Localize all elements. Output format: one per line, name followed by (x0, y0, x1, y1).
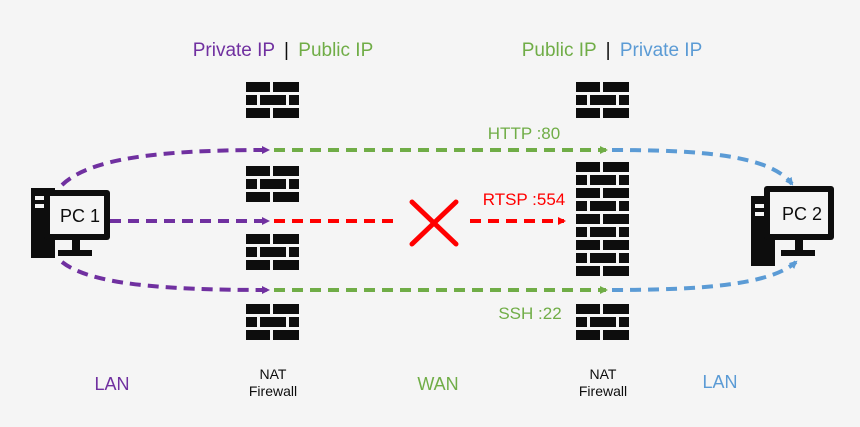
desktop-computer-icon (751, 186, 834, 266)
pc1-label: PC 1 (60, 206, 100, 226)
arrow-pc2-http (611, 148, 794, 186)
desktop-computer-icon (31, 188, 110, 258)
firewall-left-caption-line1: NAT (260, 366, 287, 382)
arrow-pc2-ssh (611, 260, 798, 292)
arrow-pc1-ssh (60, 260, 270, 294)
firewall-left (246, 82, 299, 340)
pc2-label: PC 2 (782, 204, 822, 224)
zone-lan-right: LAN (702, 372, 737, 392)
firewall-left-caption-line2: Firewall (249, 383, 297, 399)
header-right-public: Public IP (522, 40, 597, 61)
header-left-separator: | (284, 40, 289, 61)
header-left: Private IP | Public IP (193, 40, 374, 61)
pc1: PC 1 (31, 188, 110, 258)
header-left-public: Public IP (298, 40, 373, 61)
brick-wall-icon (576, 82, 629, 118)
brick-wall-icon (246, 166, 299, 202)
firewall-right-caption-line1: NAT (590, 366, 617, 382)
http-label: HTTP :80 (488, 124, 560, 143)
brick-wall-icon (576, 304, 629, 340)
arrow-pc1-http (60, 146, 270, 187)
header-left-private: Private IP (193, 40, 275, 61)
firewall-right-caption-line2: Firewall (579, 383, 627, 399)
rtsp-label: RTSP :554 (483, 190, 566, 209)
brick-wall-icon (246, 304, 299, 340)
brick-wall-icon (246, 82, 299, 118)
ssh-label: SSH :22 (498, 304, 561, 323)
pc2: PC 2 (751, 186, 834, 266)
header-right: Public IP | Private IP (522, 40, 703, 61)
cross-icon (409, 199, 459, 247)
firewall-right (576, 82, 629, 340)
brick-wall-icon (576, 162, 629, 276)
header-right-separator: | (606, 40, 611, 61)
zone-lan-left: LAN (94, 374, 129, 394)
brick-wall-icon (246, 234, 299, 270)
header-right-private: Private IP (620, 40, 702, 61)
zone-wan: WAN (417, 374, 458, 394)
